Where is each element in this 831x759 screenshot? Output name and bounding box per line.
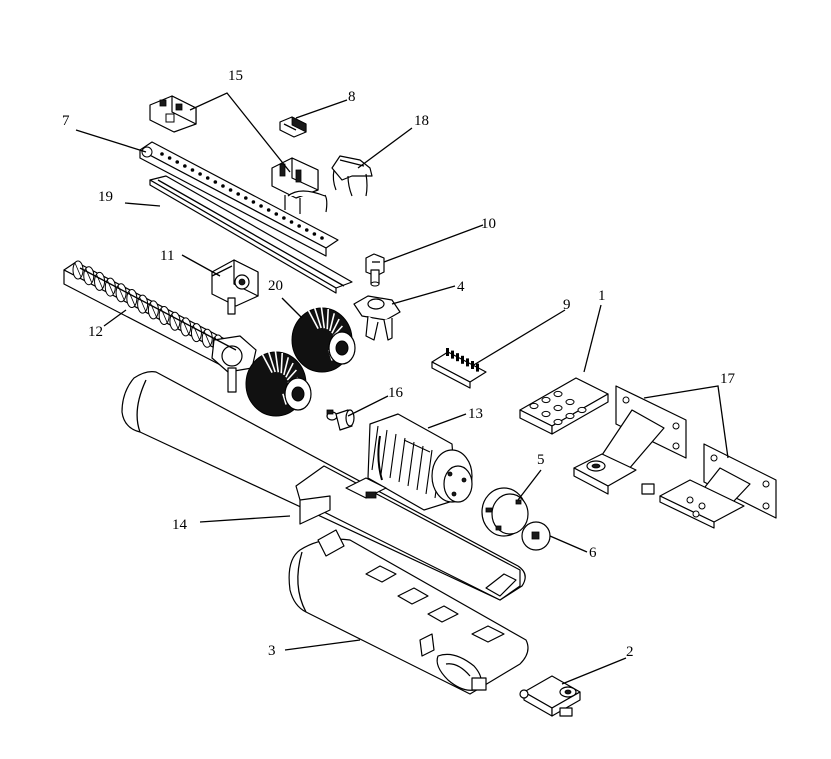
part-6-washer <box>521 521 551 551</box>
part-20-pulley-upper <box>291 305 356 373</box>
callout-7: 7 <box>62 113 70 129</box>
part-18-bracket-clip <box>331 155 373 197</box>
callout-20: 20 <box>268 278 283 294</box>
part-8-connector <box>279 116 307 138</box>
callout-11: 11 <box>160 248 174 264</box>
leader-20 <box>281 297 303 319</box>
leader-9 <box>471 309 566 367</box>
part-2-end-clip <box>519 675 581 717</box>
leader-3 <box>284 639 361 651</box>
callout-9: 9 <box>563 297 571 313</box>
leader-5 <box>517 469 542 501</box>
part-5-end-cap <box>481 487 529 537</box>
callout-2: 2 <box>626 644 634 660</box>
leader-lines <box>75 92 729 685</box>
part-15-clamp-lower <box>271 157 328 214</box>
part-17-bracket-upper <box>573 385 687 495</box>
part-4-bearing-bracket <box>353 295 401 341</box>
part-1-mounting-plate <box>519 377 609 435</box>
leader-8 <box>295 99 348 119</box>
leader-13 <box>427 413 467 429</box>
leader-19 <box>124 202 161 207</box>
leader-10 <box>383 224 484 263</box>
callout-18: 18 <box>414 113 429 129</box>
callout-5: 5 <box>537 452 545 468</box>
leader-11 <box>181 254 221 277</box>
leader-15 <box>189 92 291 173</box>
callout-12: 12 <box>88 324 103 340</box>
callout-10: 10 <box>481 216 496 232</box>
callout-17: 17 <box>720 371 736 387</box>
leader-17 <box>643 385 729 459</box>
part-7-rack-bar <box>139 141 339 257</box>
part-14-cover <box>121 371 526 601</box>
leader-2 <box>561 657 627 685</box>
leader-14 <box>199 515 291 523</box>
part-13-motor <box>367 413 473 511</box>
part-17-bracket-lower <box>641 443 777 529</box>
part-11-guide-block <box>211 259 259 315</box>
leader-7 <box>75 129 147 153</box>
callout-labels: 1 2 3 4 5 6 7 8 9 10 11 12 13 14 15 16 1… <box>62 68 736 660</box>
callout-8: 8 <box>348 89 356 105</box>
part-12-drive-shaft <box>63 260 257 393</box>
leader-6 <box>549 535 588 553</box>
part-9-terminal-block <box>431 348 487 389</box>
callout-6: 6 <box>589 545 597 561</box>
leader-1 <box>583 304 602 373</box>
leader-12 <box>103 309 127 327</box>
part-3-housing <box>288 529 529 695</box>
callout-1: 1 <box>598 288 606 304</box>
callout-16: 16 <box>388 385 404 401</box>
callout-13: 13 <box>468 406 483 422</box>
callout-14: 14 <box>172 517 188 533</box>
leader-16 <box>347 395 389 417</box>
part-16-coupling <box>326 409 355 431</box>
part-10-key <box>365 253 385 287</box>
leader-18 <box>357 127 413 169</box>
callout-3: 3 <box>268 643 276 659</box>
part-19-rail <box>149 175 353 294</box>
part-15-clamp-upper <box>149 95 197 133</box>
leader-4 <box>391 285 456 305</box>
callout-19: 19 <box>98 189 113 205</box>
part-20-pulley-lower <box>245 349 312 417</box>
callout-15: 15 <box>228 68 243 84</box>
callout-4: 4 <box>457 279 465 295</box>
